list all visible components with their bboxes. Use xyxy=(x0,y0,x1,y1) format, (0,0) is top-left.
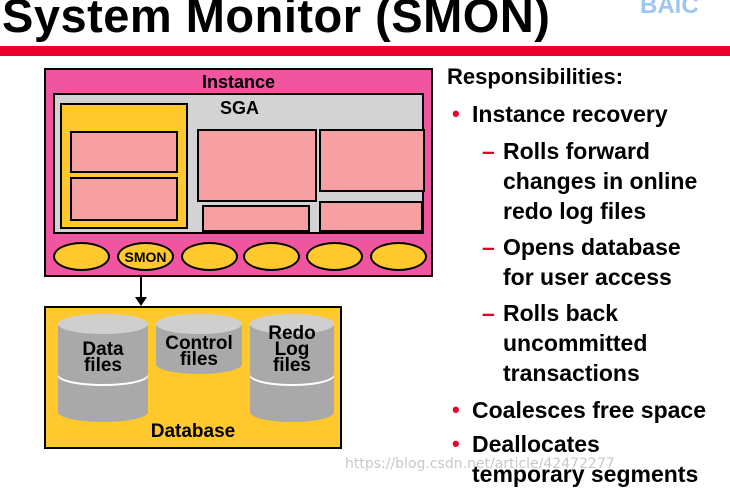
database-label: Database xyxy=(150,421,236,442)
sga-block: SGA xyxy=(53,93,425,234)
process-oval xyxy=(53,242,110,271)
item-instance-recovery: Instance recovery xyxy=(472,101,668,127)
sub-item-rolls-back-3: transactions xyxy=(503,360,640,386)
sub-item-opens-db-2: for user access xyxy=(503,264,672,290)
data-files-label-2: files xyxy=(83,355,123,376)
process-oval xyxy=(181,242,238,271)
sub-item-rolls-forward-2: changes in online xyxy=(503,168,698,194)
sga-memory-area xyxy=(197,129,317,202)
arrow-line xyxy=(140,277,142,299)
process-oval xyxy=(370,242,427,271)
redo-files-label-1: Redo xyxy=(268,323,316,344)
page-title: System Monitor (SMON) xyxy=(2,0,551,42)
title-underline xyxy=(0,46,730,56)
smon-process: SMON xyxy=(117,242,174,271)
control-files-label-2: files xyxy=(179,349,219,370)
instance-block: Instance SGA SMON xyxy=(44,68,433,277)
database-block: Data files Control files Redo Log files … xyxy=(44,306,342,449)
process-oval xyxy=(306,242,363,271)
logo-fragment: BAiC xyxy=(640,0,699,19)
data-files-label-1: Data xyxy=(82,339,124,360)
control-files-cylinder: Control files xyxy=(156,314,242,374)
sub-item-rolls-forward-1: Rolls forward xyxy=(503,138,650,164)
dash-icon: – xyxy=(482,300,495,326)
redo-log-files-cylinder: Redo Log files xyxy=(250,314,334,422)
redo-files-label-3: files xyxy=(272,355,312,376)
bullet-icon: • xyxy=(452,431,460,456)
sga-memory-area xyxy=(202,205,310,232)
item-deallocates-1: Deallocates xyxy=(472,431,600,457)
dash-icon: – xyxy=(482,138,495,164)
sub-item-rolls-back-1: Rolls back xyxy=(503,300,619,326)
sga-memory-area xyxy=(70,131,178,173)
background-processes: SMON xyxy=(53,240,427,273)
sga-label: SGA xyxy=(220,98,260,118)
sga-memory-area xyxy=(70,177,178,221)
control-files-label-1: Control xyxy=(165,333,233,354)
sga-memory-area xyxy=(319,201,423,232)
redo-files-label-2: Log xyxy=(274,339,310,360)
watermark: https://blog.csdn.net/article/42472277 xyxy=(345,456,615,472)
sga-shared-pool xyxy=(60,103,188,229)
sub-item-opens-db-1: Opens database xyxy=(503,234,681,260)
arrow-down-icon xyxy=(135,297,147,306)
bullet-icon: • xyxy=(452,101,460,126)
sga-memory-area xyxy=(319,129,425,192)
process-oval xyxy=(243,242,300,271)
dash-icon: – xyxy=(482,234,495,260)
item-deallocates-2: temporary segments xyxy=(472,461,699,487)
bullet-icon: • xyxy=(452,397,460,422)
sub-item-rolls-forward-3: redo log files xyxy=(503,198,647,224)
instance-label: Instance xyxy=(201,72,276,92)
responsibilities-heading: Responsibilities: xyxy=(447,64,624,89)
sub-item-rolls-back-2: uncommitted xyxy=(503,330,648,356)
item-coalesces: Coalesces free space xyxy=(472,397,706,423)
data-files-cylinder: Data files xyxy=(58,314,148,422)
